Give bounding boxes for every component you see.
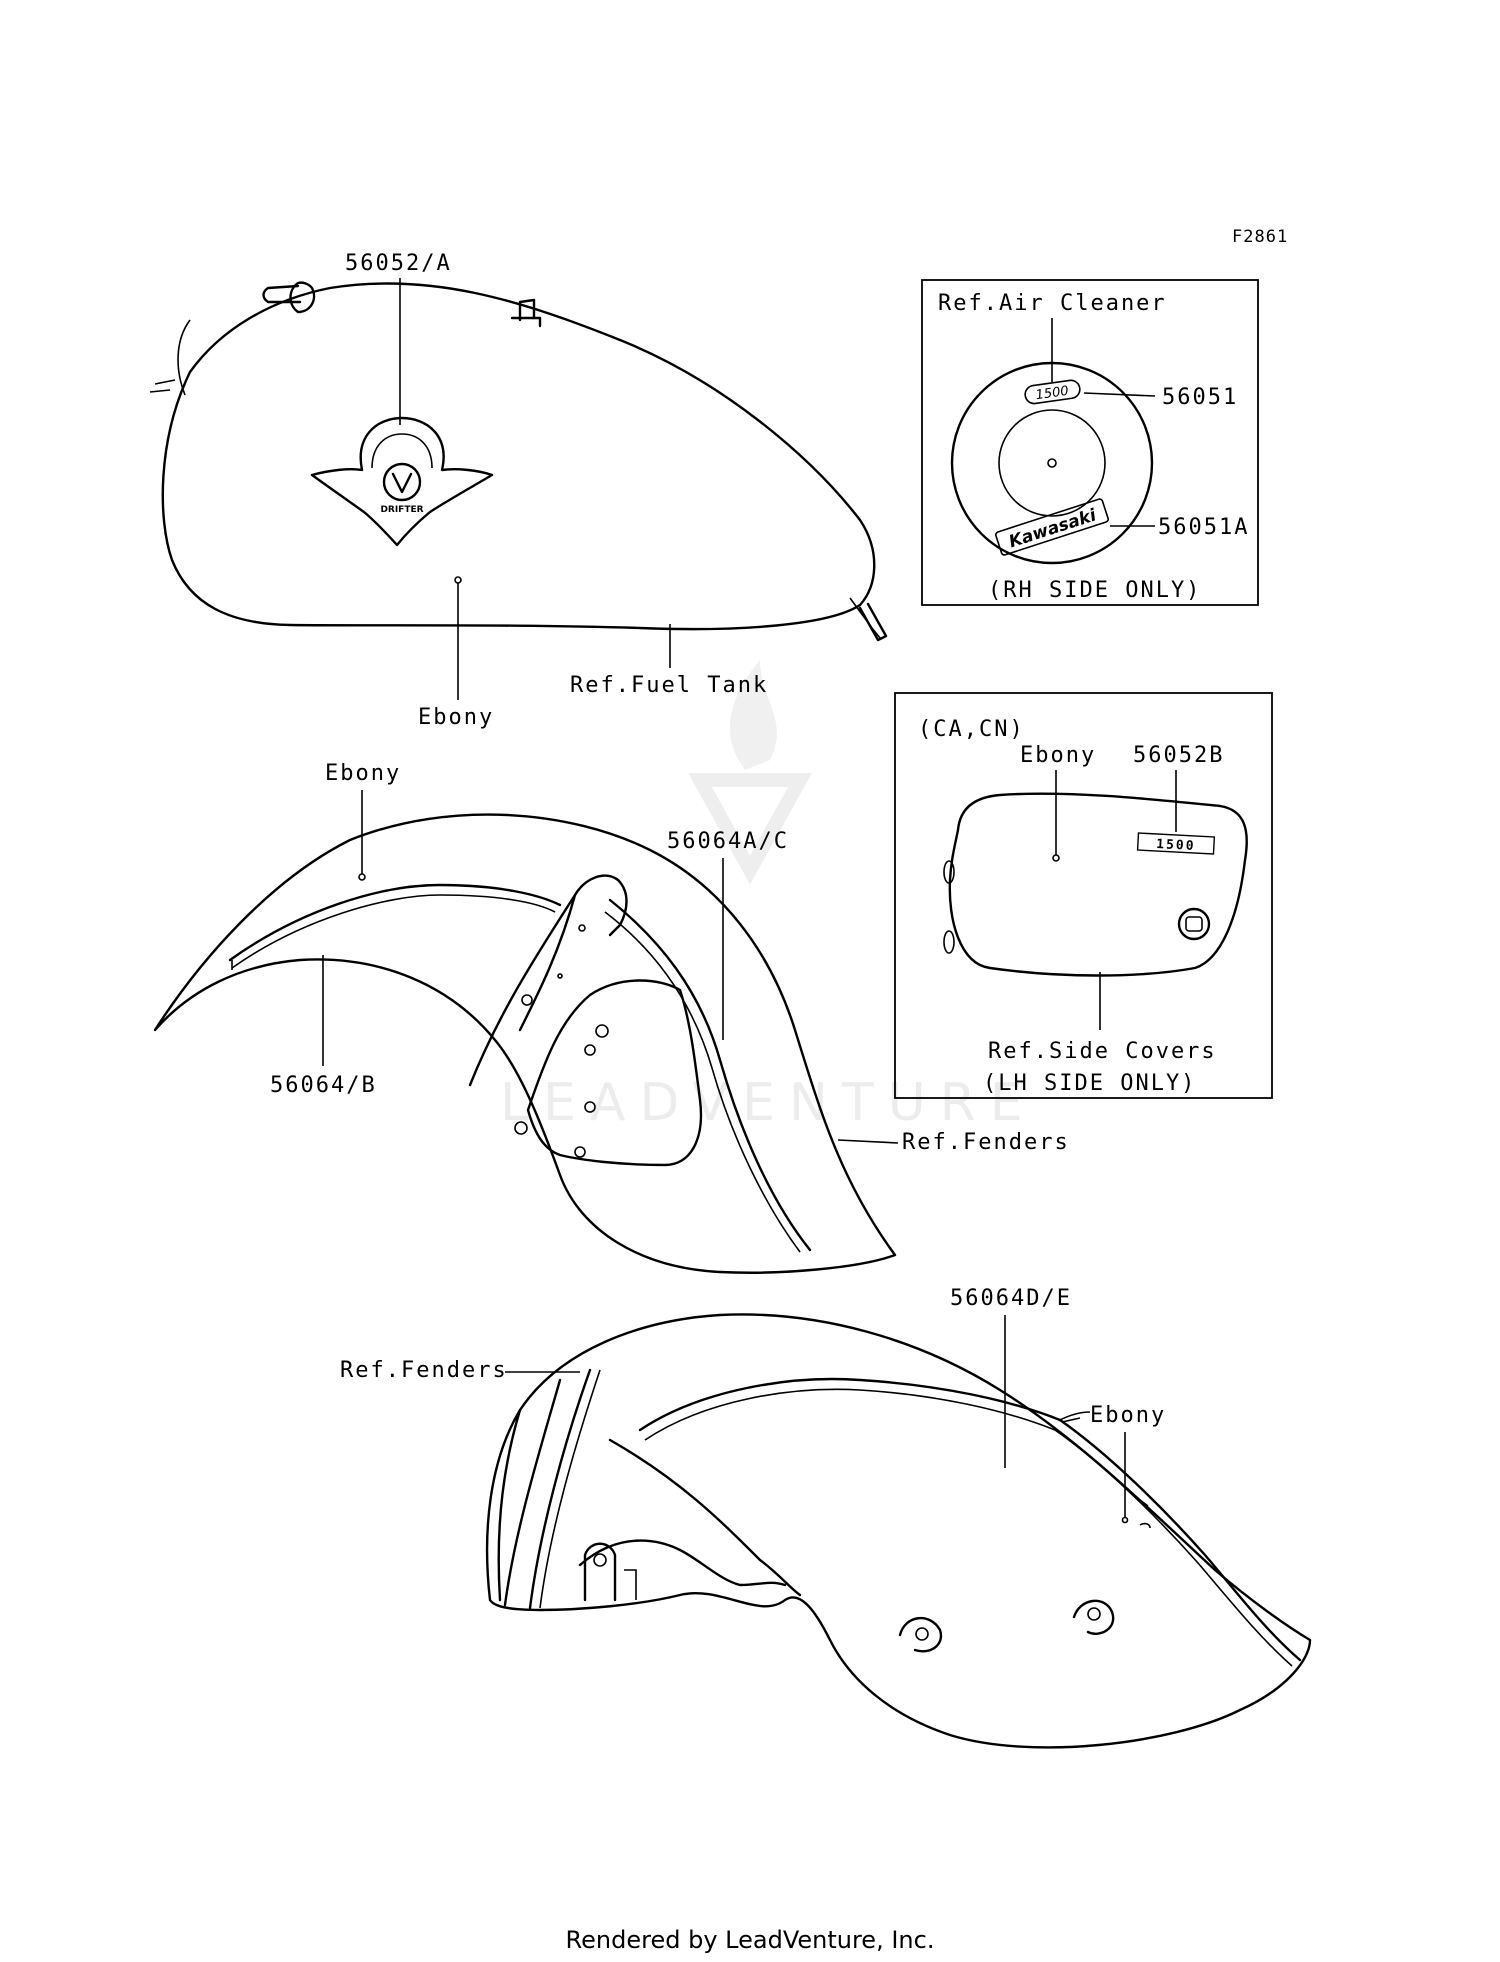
label-56052-a: 56052/A <box>345 251 452 276</box>
footer-credit: Rendered by LeadVenture, Inc. <box>566 1926 935 1954</box>
air-cleaner-box <box>921 279 1259 606</box>
air-cleaner-emblem-1500: 1500 <box>1035 384 1070 403</box>
side-cover-ebony: Ebony <box>1020 743 1096 768</box>
tank-emblem-text: DRIFTER <box>380 505 423 515</box>
front-fender-illustration <box>153 813 897 1274</box>
side-cover-region: (CA,CN) <box>918 717 1025 742</box>
air-cleaner-cover: 1500 Kawasaki <box>950 361 1154 565</box>
label-rear-fender-ebony: Ebony <box>1090 1403 1166 1428</box>
label-ref-fuel-tank: Ref.Fuel Tank <box>570 673 768 698</box>
label-front-fender-ebony: Ebony <box>325 761 401 786</box>
label-56051: 56051 <box>1162 385 1238 410</box>
side-cover-emblem-text: 1500 <box>1156 837 1196 854</box>
watermark: LEADVENTURE <box>500 660 1037 1133</box>
air-cleaner-title: Ref.Air Cleaner <box>938 291 1167 316</box>
side-cover-note: (LH SIDE ONLY) <box>983 1071 1196 1096</box>
fuel-tank-illustration: DRIFTER <box>149 281 888 642</box>
air-cleaner-note: (RH SIDE ONLY) <box>988 578 1201 603</box>
label-56064a-c: 56064A/C <box>667 829 789 854</box>
label-56051a: 56051A <box>1158 515 1249 540</box>
label-tank-ebony: Ebony <box>418 705 494 730</box>
figure-code: F2861 <box>1232 227 1288 247</box>
side-cover-box <box>894 692 1273 1099</box>
label-ref-fenders-rear: Ref.Fenders <box>340 1358 508 1383</box>
watermark-text: LEADVENTURE <box>500 1073 1037 1133</box>
rear-fender-illustration <box>485 1313 1312 1749</box>
label-ref-fenders-front: Ref.Fenders <box>902 1130 1070 1155</box>
label-56052b: 56052B <box>1133 743 1224 768</box>
side-cover-ref: Ref.Side Covers <box>988 1039 1217 1064</box>
label-56064-b: 56064/B <box>270 1073 377 1098</box>
side-cover-illustration: 1500 <box>943 792 1248 977</box>
label-56064d-e: 56064D/E <box>950 1286 1072 1311</box>
